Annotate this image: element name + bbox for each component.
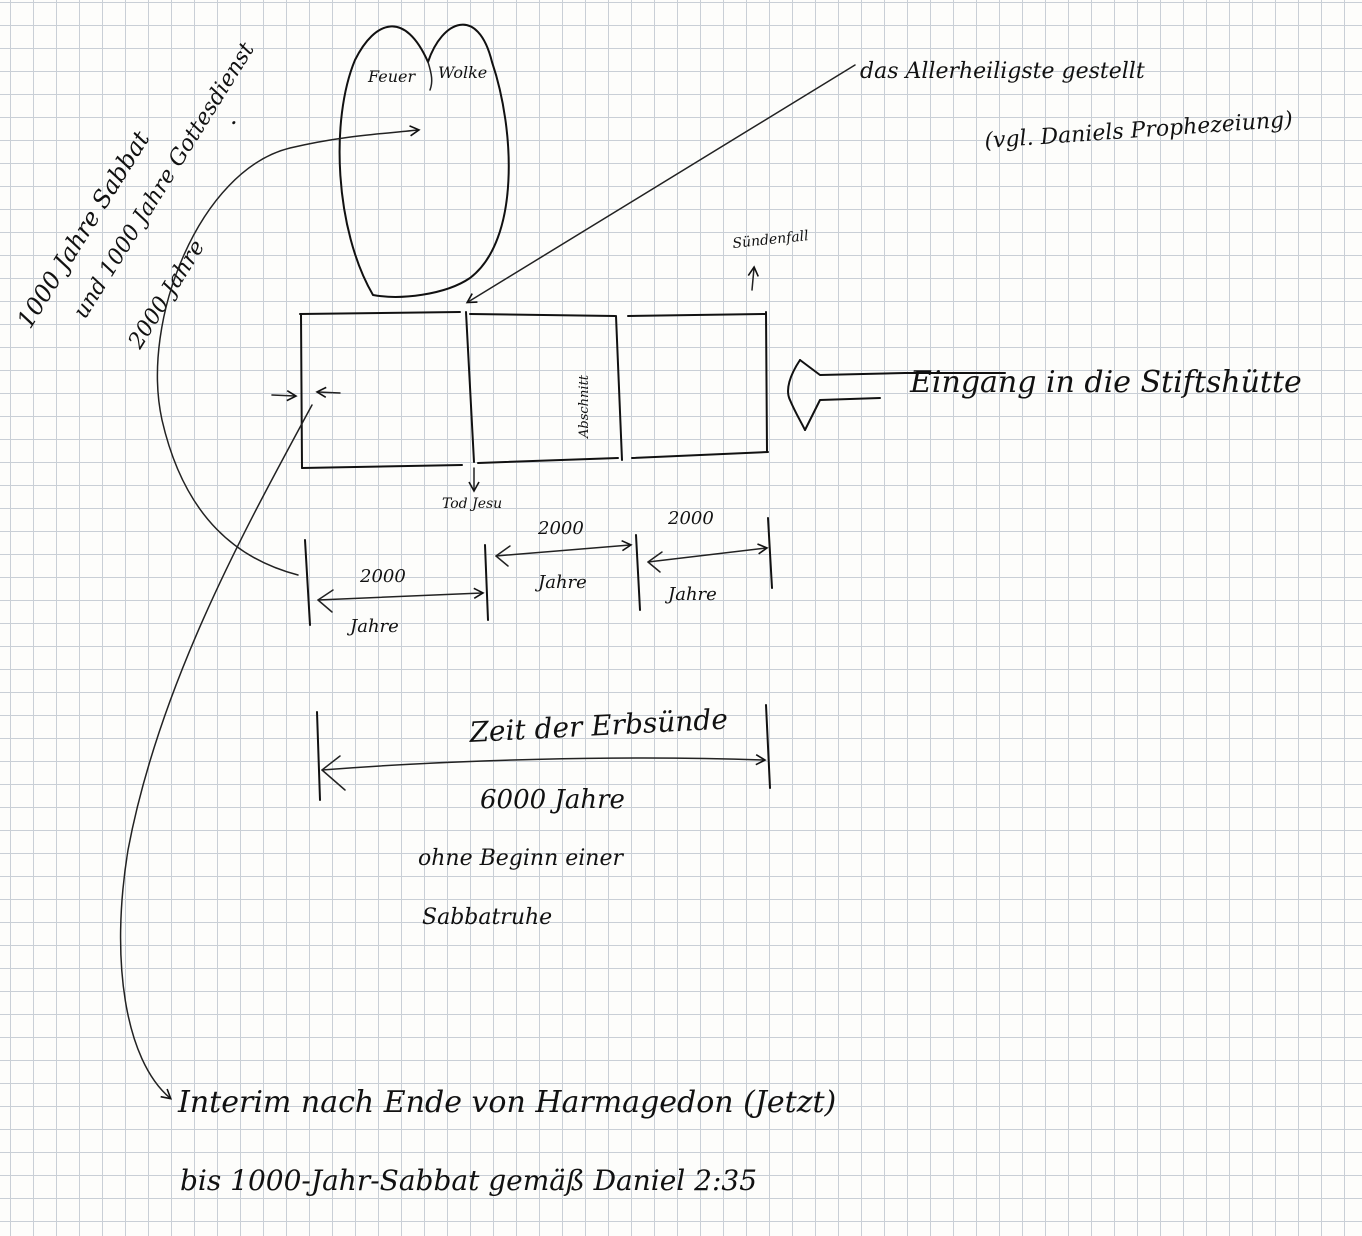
small-top-arrow (747, 265, 759, 291)
left-edge-arrow-in (271, 389, 298, 402)
cloud-shape (338, 23, 510, 298)
box-right-edge (765, 311, 768, 453)
arrow-to-holy-of-holies (465, 64, 856, 304)
cloud-divider (427, 61, 433, 91)
era-title: Zeit der Erbsünde (468, 703, 729, 750)
divider-note: Abschnitt (577, 374, 592, 439)
dot-mark: . (230, 102, 238, 130)
tabernacle-box (299, 311, 769, 469)
era-note-line1: ohne Beginn einer (418, 846, 624, 871)
era-note-line2: Sabbatruhe (422, 905, 552, 930)
death-label: Tod Jesu (442, 496, 502, 512)
span-1: 2000 Jahre (304, 539, 489, 637)
left-edge-arrow-out (315, 386, 341, 399)
small-top-note: Sündenfall (732, 228, 810, 252)
box-divider-2 (615, 315, 623, 461)
span-2-unit: Jahre (534, 572, 587, 593)
bottom-note-line2: bis 1000-Jahr-Sabbat gemäß Daniel 2:35 (180, 1164, 757, 1197)
span-2: 2000 Jahre (495, 518, 641, 611)
top-right-note-line2: (vgl. Daniels Prophezeiung) (984, 107, 1294, 153)
left-note-line3: 2000 Jahre (123, 236, 210, 354)
curve-to-bottom-note (119, 404, 313, 1100)
span-2-number: 2000 (537, 518, 584, 539)
span-3-number: 2000 (667, 508, 714, 529)
entrance-label: Eingang in die Stiftshütte (909, 365, 1302, 400)
top-right-note-line1: das Allerheiligste gestellt (860, 59, 1145, 84)
box-top-edge (299, 311, 766, 317)
bottom-note-line1: Interim nach Ende von Harmagedon (Jetzt) (177, 1085, 836, 1120)
span-3: 2000 Jahre (647, 508, 773, 605)
era-years: 6000 Jahre (480, 785, 625, 815)
cloud-right-label: Wolke (438, 63, 487, 82)
box-divider-1 (465, 311, 475, 463)
box-left-edge (300, 313, 303, 469)
cloud-left-label: Feuer (367, 67, 416, 86)
curve-to-cloud (156, 125, 421, 576)
span-1-unit: Jahre (346, 616, 399, 637)
box-bottom-edge (301, 451, 769, 469)
entrance-arrow (787, 359, 1006, 431)
span-1-number: 2000 (359, 566, 406, 587)
span-3-unit: Jahre (664, 584, 717, 605)
era-span (316, 704, 771, 801)
